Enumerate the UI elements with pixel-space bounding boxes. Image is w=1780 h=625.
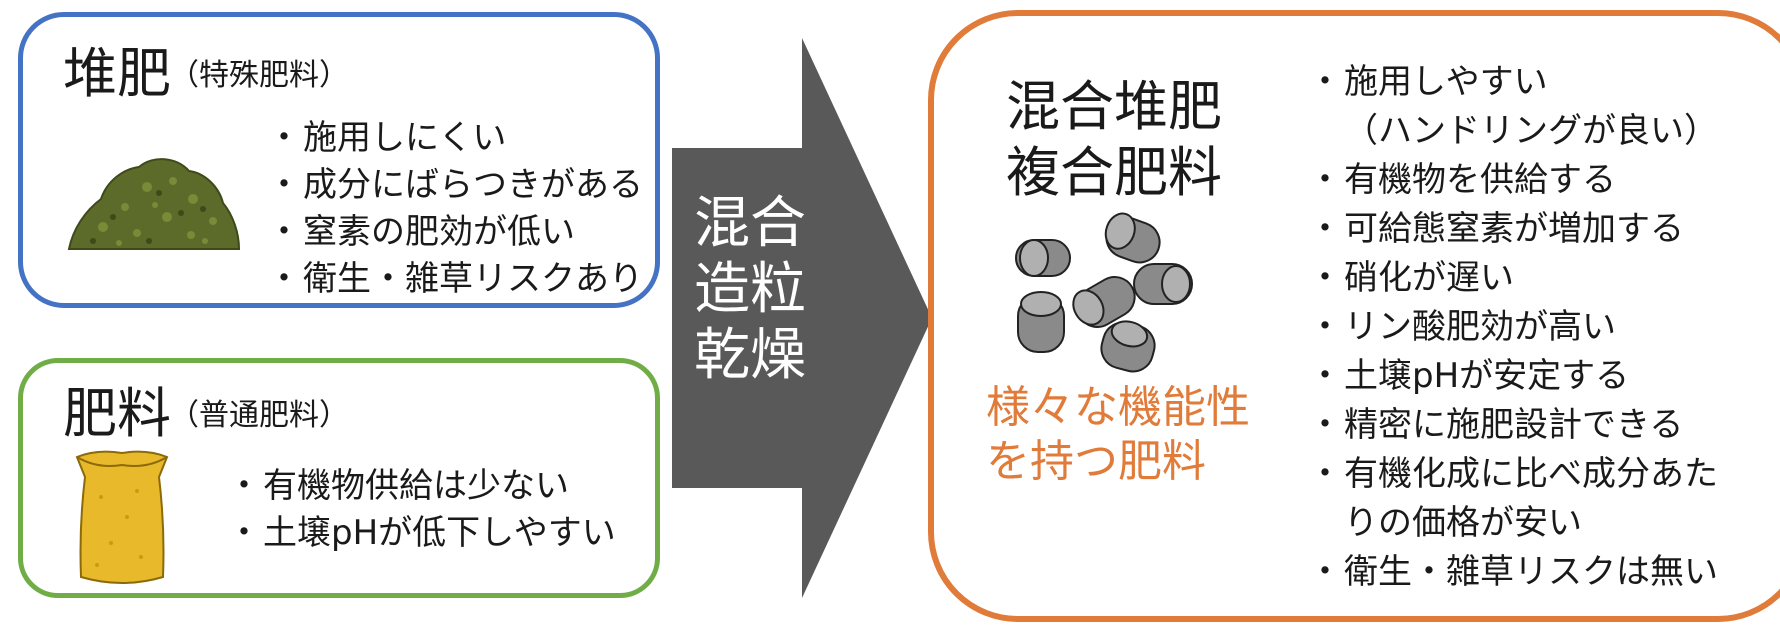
result-tagline-line-1: 様々な機能性 <box>986 382 1250 433</box>
list-item: 可給態窒素が増加する <box>1308 205 1718 254</box>
list-item: （ハンドリングが良い） <box>1344 111 1718 151</box>
compost-pile-icon <box>67 158 241 250</box>
list-item: 硝化が遅い <box>1308 254 1718 303</box>
fertilizer-panel: 肥料 （普通肥料） 有機物供給は少ない 土壌pHが低下しやすい <box>18 358 660 598</box>
list-item: 施用しやすい <box>1308 58 1718 107</box>
list-item: 衛生・雑草リスクは無い <box>1308 548 1718 597</box>
list-item: 窒素の肥効が低い <box>267 209 643 256</box>
result-panel: 混合堆肥 複合肥料 様々な機能性 を持つ肥料 施用しやすい （ハンドリングが良い… <box>928 10 1780 622</box>
compost-subtitle: （特殊肥料） <box>169 58 349 93</box>
list-item: 施用しにくい <box>267 115 643 162</box>
list-item: 有機物を供給する <box>1308 156 1718 205</box>
process-step-dry: 乾燥 <box>694 323 806 388</box>
compost-title: 堆肥 <box>63 42 171 105</box>
result-title-line-1: 混合堆肥 <box>1006 75 1222 138</box>
fertilizer-subtitle: （普通肥料） <box>169 398 349 433</box>
list-item: 土壌pHが低下しやすい <box>227 510 616 557</box>
list-item: リン酸肥効が高い <box>1308 303 1718 352</box>
compost-panel: 堆肥 （特殊肥料） 施用しにくい 成分にばらつきがある 窒素の肥効が低い 衛生・… <box>18 12 660 308</box>
list-item: 精密に施肥設計できる <box>1308 401 1718 450</box>
list-item: 成分にばらつきがある <box>267 162 643 209</box>
list-item: 有機化成に比べ成分あた <box>1308 450 1718 499</box>
list-item: りの価格が安い <box>1344 503 1582 543</box>
result-title-line-2: 複合肥料 <box>1006 141 1222 204</box>
result-tagline-line-2: を持つ肥料 <box>986 436 1206 487</box>
process-arrow-icon <box>672 38 932 598</box>
fertilizer-properties-list: 有機物供給は少ない 土壌pHが低下しやすい <box>227 463 616 557</box>
pellets-icon <box>1015 212 1193 373</box>
compost-properties-list: 施用しにくい 成分にばらつきがある 窒素の肥効が低い 衛生・雑草リスクあり <box>267 115 643 303</box>
list-item: 有機物供給は少ない <box>227 463 616 510</box>
fertilizer-bag-icon <box>75 450 169 584</box>
process-step-mix: 混合 <box>694 191 806 256</box>
fertilizer-title: 肥料 <box>63 382 171 445</box>
process-step-granulate: 造粒 <box>694 257 806 322</box>
list-item: 土壌pHが安定する <box>1308 352 1718 401</box>
result-benefits-list: 施用しやすい （ハンドリングが良い） 有機物を供給する 可給態窒素が増加する 硝… <box>1308 58 1718 597</box>
list-item: 衛生・雑草リスクあり <box>267 256 643 303</box>
